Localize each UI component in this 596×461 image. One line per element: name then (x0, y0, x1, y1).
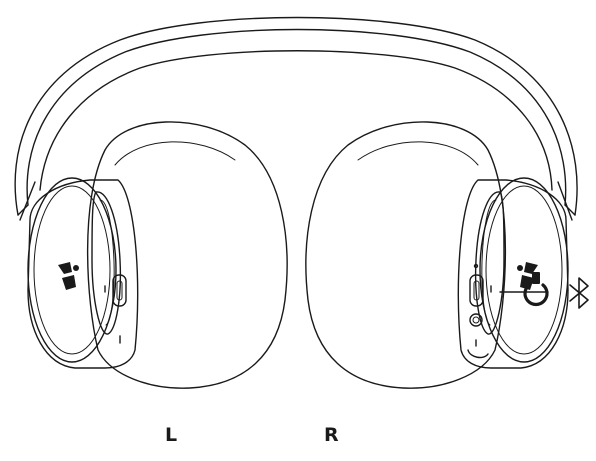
bluetooth-icon (569, 277, 589, 309)
right-ear-cushion (305, 121, 507, 389)
left-logo-icon (58, 262, 79, 290)
right-earcup (457, 177, 569, 369)
headband (14, 16, 578, 221)
left-ear-cushion (86, 121, 288, 389)
power-button-icon (523, 272, 549, 307)
left-earcup (27, 177, 139, 369)
left-side-label: L (165, 424, 178, 446)
right-logo-icon (517, 262, 538, 290)
right-side-label: R (324, 424, 340, 446)
